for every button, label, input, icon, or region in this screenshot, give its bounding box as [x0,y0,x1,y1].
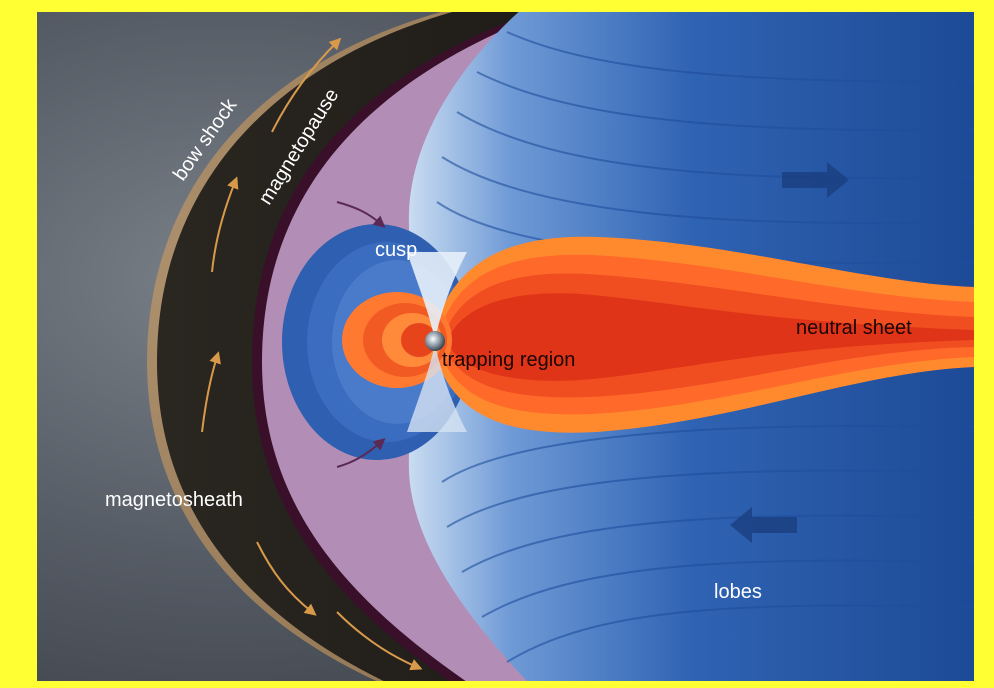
lobe-field-lines [436,31,974,663]
trapping-region-label: trapping region [442,349,575,371]
earthward-flow-arrow [730,507,797,543]
cusp-region-south [407,344,467,432]
cusp-label: cusp [375,239,417,261]
earth-icon [425,331,445,351]
magnetosphere-diagram: bow shock magnetopause cusp trapping reg… [37,12,974,681]
magnetosphere-illustration: bow shock magnetopause cusp trapping reg… [37,12,974,681]
solar-wind-flow-arrows [201,37,423,671]
lobes-label: lobes [714,581,762,603]
cusp-entry-arrows [336,201,386,468]
cusp-region-north [407,252,467,340]
magnetosheath-label: magnetosheath [105,489,243,511]
neutral-sheet-label: neutral sheet [796,317,912,339]
tailward-flow-arrow [782,162,849,198]
